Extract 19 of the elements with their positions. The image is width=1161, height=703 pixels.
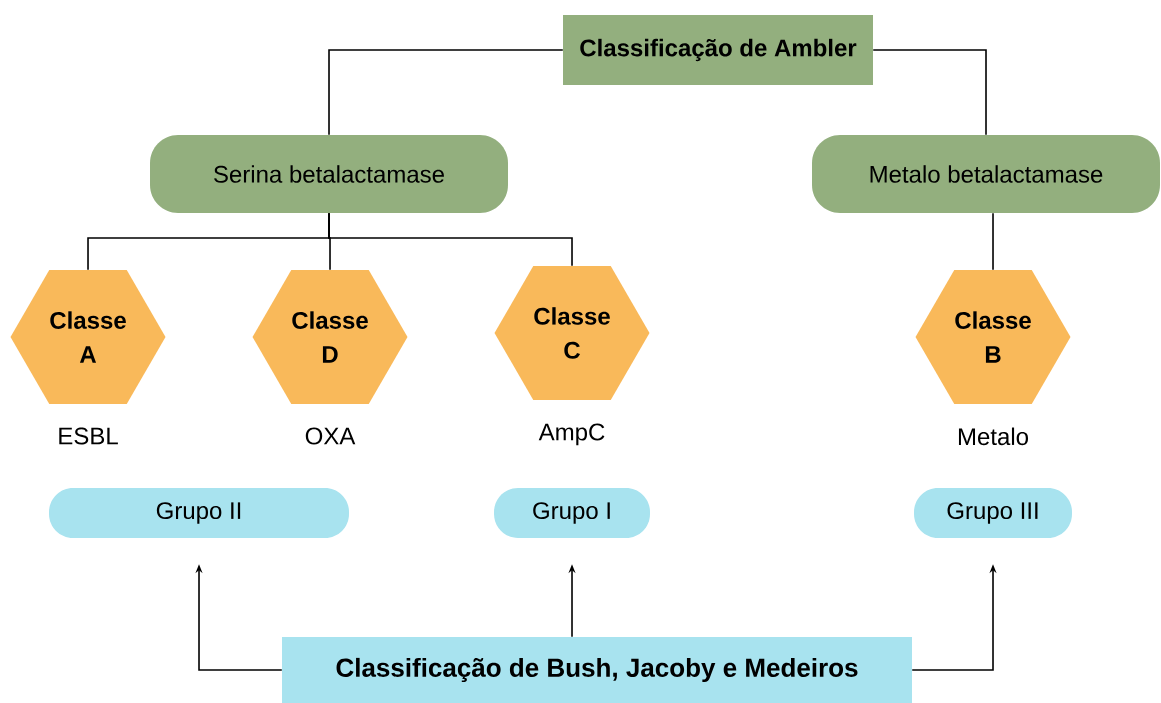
beside-label: OXA [305, 427, 356, 445]
connector [328, 212, 573, 267]
class-hexagon: Classe B [915, 269, 1071, 405]
group-box: Grupo III [914, 488, 1072, 538]
category-box: Metalo betalactamase [812, 135, 1160, 213]
group-box: Grupo I [494, 488, 650, 538]
beside-label: Metalo [958, 427, 1028, 446]
beside-label: ESBL [59, 427, 118, 445]
beside-label: AmpC [538, 423, 605, 446]
heading-box: Classificação de Bush, Jacoby e Medeiros [282, 637, 912, 703]
category-box: Serina betalactamase [150, 135, 508, 213]
class-hexagon: Classe C [494, 265, 650, 401]
class-hexagon: Classe A [10, 269, 166, 405]
connector [992, 212, 994, 271]
heading-box: Classificação de Ambler [563, 15, 873, 85]
connector [872, 49, 987, 136]
group-box: Grupo II [49, 488, 349, 538]
class-hexagon: Classe D [252, 269, 408, 405]
connector [328, 49, 564, 136]
